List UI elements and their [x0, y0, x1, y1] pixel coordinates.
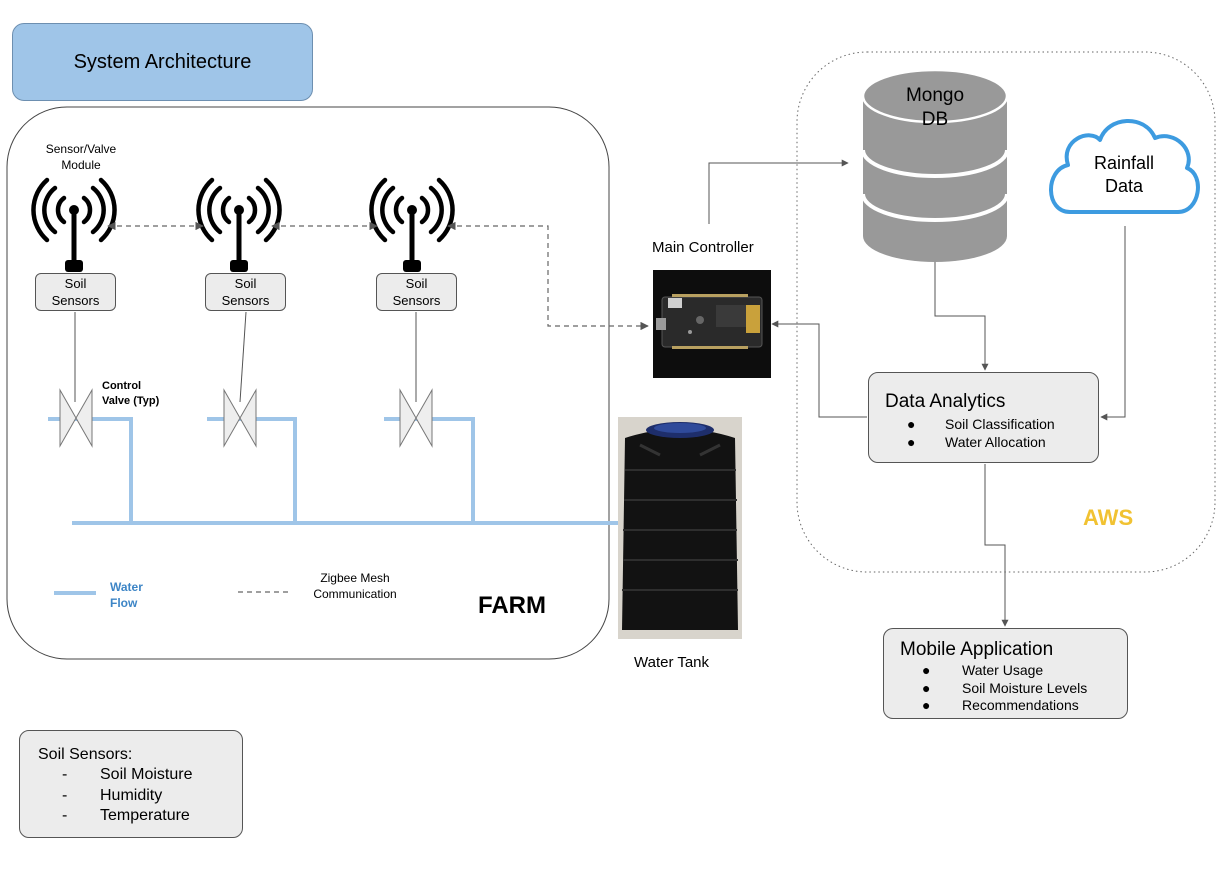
sensor-line-1: Soil [64, 276, 87, 291]
farm-container [6, 106, 610, 660]
control-valve-label: Control Valve (Typ) [102, 380, 160, 407]
list-item: ●Soil Classification [907, 416, 1055, 432]
farm-label: FARM [478, 592, 546, 619]
soil-note-item: Temperature [100, 807, 190, 824]
sensor-line-1: Soil [234, 276, 257, 291]
list-item: ●Recommendations [922, 697, 1079, 713]
sensor-valve-wires [74, 311, 417, 403]
analytics-item: Soil Classification [945, 416, 1055, 432]
list-item: -Soil Moisture [62, 766, 193, 783]
soil-note-item: Humidity [100, 786, 163, 804]
antenna-icon [31, 177, 117, 272]
database-label: Mongo DB [885, 84, 985, 132]
mobile-item: Water Usage [962, 662, 1044, 678]
legend-water-label: Water Flow [110, 580, 143, 610]
antenna-icon [196, 177, 282, 272]
database-icon [861, 68, 1009, 262]
soil-sensors-note: Soil Sensors: -Soil Moisture -Humidity -… [19, 730, 243, 838]
soil-sensor-box: Soil Sensors [205, 273, 286, 311]
sensor-line-2: Sensors [392, 293, 441, 308]
diagram-title: System Architecture [12, 23, 313, 101]
soil-sensor-box: Soil Sensors [35, 273, 116, 311]
sensor-line-1: Soil [405, 276, 428, 291]
db-to-analytics-arrow [934, 262, 989, 371]
list-item: -Humidity [62, 786, 163, 804]
analytics-to-controller-arrow [771, 320, 867, 418]
controller-label: Main Controller [652, 239, 754, 256]
db-line-2: DB [921, 109, 949, 130]
water-tank-image [618, 417, 742, 639]
soil-note-list: -Soil Moisture -Humidity -Temperature [38, 765, 242, 827]
aws-label: AWS [1083, 505, 1134, 530]
sensor-line-2: Sensors [221, 293, 270, 308]
list-item: -Temperature [62, 807, 190, 824]
legend-zigbee-label: Zigbee Mesh Communication [313, 571, 397, 601]
module-label: Sensor/Valve Module [45, 142, 117, 172]
rainfall-label: Rainfall Data [1074, 152, 1174, 198]
analytics-item: Water Allocation [945, 433, 1046, 450]
rainfall-line-2: Data [1104, 176, 1144, 196]
water-tank-label: Water Tank [634, 654, 710, 671]
control-valve-1 [59, 388, 93, 448]
list-item: ●Soil Moisture Levels [922, 679, 1088, 696]
rainfall-line-1: Rainfall [1093, 153, 1155, 173]
data-analytics-box: Data Analytics ●Soil Classification ●Wat… [868, 372, 1099, 463]
control-valve-2 [223, 388, 257, 448]
antenna-icon [369, 177, 455, 272]
controller-to-db-arrow [708, 159, 849, 224]
mobile-app-box: Mobile Application ●Water Usage ●Soil Mo… [883, 628, 1128, 719]
mobile-item: Recommendations [962, 697, 1079, 713]
mobile-list: ●Water Usage ●Soil Moisture Levels ●Reco… [900, 662, 1127, 715]
analytics-title: Data Analytics [885, 391, 1006, 412]
water-pipes [48, 417, 618, 525]
soil-note-item: Soil Moisture [100, 766, 193, 783]
mobile-item: Soil Moisture Levels [962, 679, 1088, 696]
rainfall-to-analytics-arrow [1100, 226, 1126, 421]
cloud-icon [1049, 119, 1200, 214]
list-item: ●Water Usage [922, 662, 1044, 678]
list-item: ●Water Allocation [907, 433, 1046, 450]
mobile-title: Mobile Application [900, 639, 1054, 660]
db-line-1: Mongo [905, 85, 965, 106]
analytics-to-mobile-arrow [984, 464, 1009, 627]
sensor-line-2: Sensors [51, 293, 100, 308]
zigbee-links [107, 221, 649, 331]
soil-sensor-box: Soil Sensors [376, 273, 457, 311]
controller-board-image [653, 270, 771, 378]
analytics-list: ●Soil Classification ●Water Allocation [885, 416, 1098, 451]
soil-note-title: Soil Sensors: [38, 746, 133, 763]
control-valve-3 [399, 388, 433, 448]
